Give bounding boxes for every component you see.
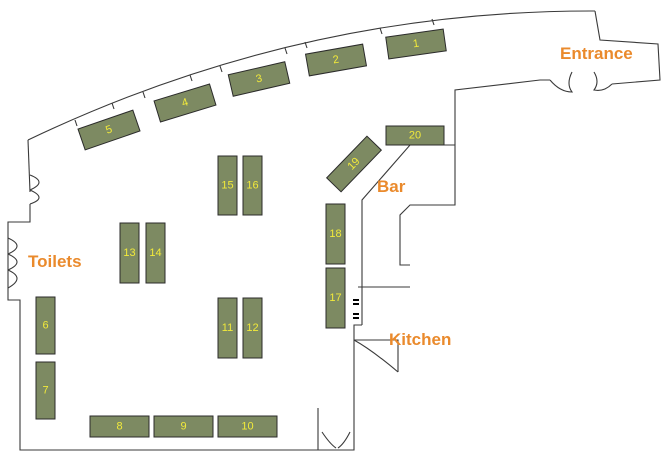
- svg-text:12: 12: [246, 322, 258, 334]
- bar-label: Bar: [377, 177, 406, 196]
- svg-text:1: 1: [412, 38, 420, 51]
- table-1[interactable]: 1: [385, 28, 447, 60]
- entrance-label: Entrance: [560, 44, 633, 63]
- svg-text:3: 3: [255, 72, 264, 85]
- svg-text:6: 6: [42, 320, 48, 332]
- kitchen-label: Kitchen: [389, 330, 451, 349]
- svg-text:15: 15: [221, 180, 233, 192]
- table-9[interactable]: 9: [153, 415, 214, 438]
- table-11[interactable]: 11: [217, 297, 238, 359]
- table-14[interactable]: 14: [145, 222, 166, 284]
- table-16[interactable]: 16: [242, 155, 263, 216]
- svg-text:7: 7: [42, 385, 48, 397]
- table-20[interactable]: 20: [385, 125, 445, 146]
- svg-text:4: 4: [180, 96, 189, 109]
- walls: [7, 10, 661, 451]
- table-8[interactable]: 8: [89, 415, 150, 438]
- svg-text:16: 16: [246, 180, 258, 192]
- svg-text:2: 2: [332, 54, 340, 67]
- table-18[interactable]: 18: [325, 203, 346, 265]
- svg-text:10: 10: [241, 421, 253, 433]
- table-7[interactable]: 7: [35, 361, 56, 420]
- table-13[interactable]: 13: [119, 222, 140, 284]
- table-17[interactable]: 17: [325, 267, 346, 329]
- table-19[interactable]: 19: [325, 135, 383, 193]
- table-5[interactable]: 5: [77, 109, 141, 151]
- svg-text:8: 8: [116, 421, 122, 433]
- svg-text:5: 5: [104, 123, 114, 136]
- svg-text:9: 9: [180, 421, 186, 433]
- svg-text:11: 11: [222, 322, 233, 334]
- table-4[interactable]: 4: [153, 83, 217, 123]
- toilets-label: Toilets: [28, 252, 82, 271]
- svg-text:18: 18: [329, 228, 341, 240]
- svg-text:13: 13: [123, 247, 135, 259]
- svg-text:20: 20: [409, 130, 421, 142]
- table-6[interactable]: 6: [35, 296, 56, 355]
- table-10[interactable]: 10: [217, 415, 278, 438]
- table-15[interactable]: 15: [217, 155, 238, 216]
- table-2[interactable]: 2: [304, 43, 368, 77]
- svg-text:17: 17: [329, 292, 341, 304]
- table-12[interactable]: 12: [242, 297, 263, 359]
- svg-text:14: 14: [149, 247, 161, 259]
- table-3[interactable]: 3: [227, 61, 291, 97]
